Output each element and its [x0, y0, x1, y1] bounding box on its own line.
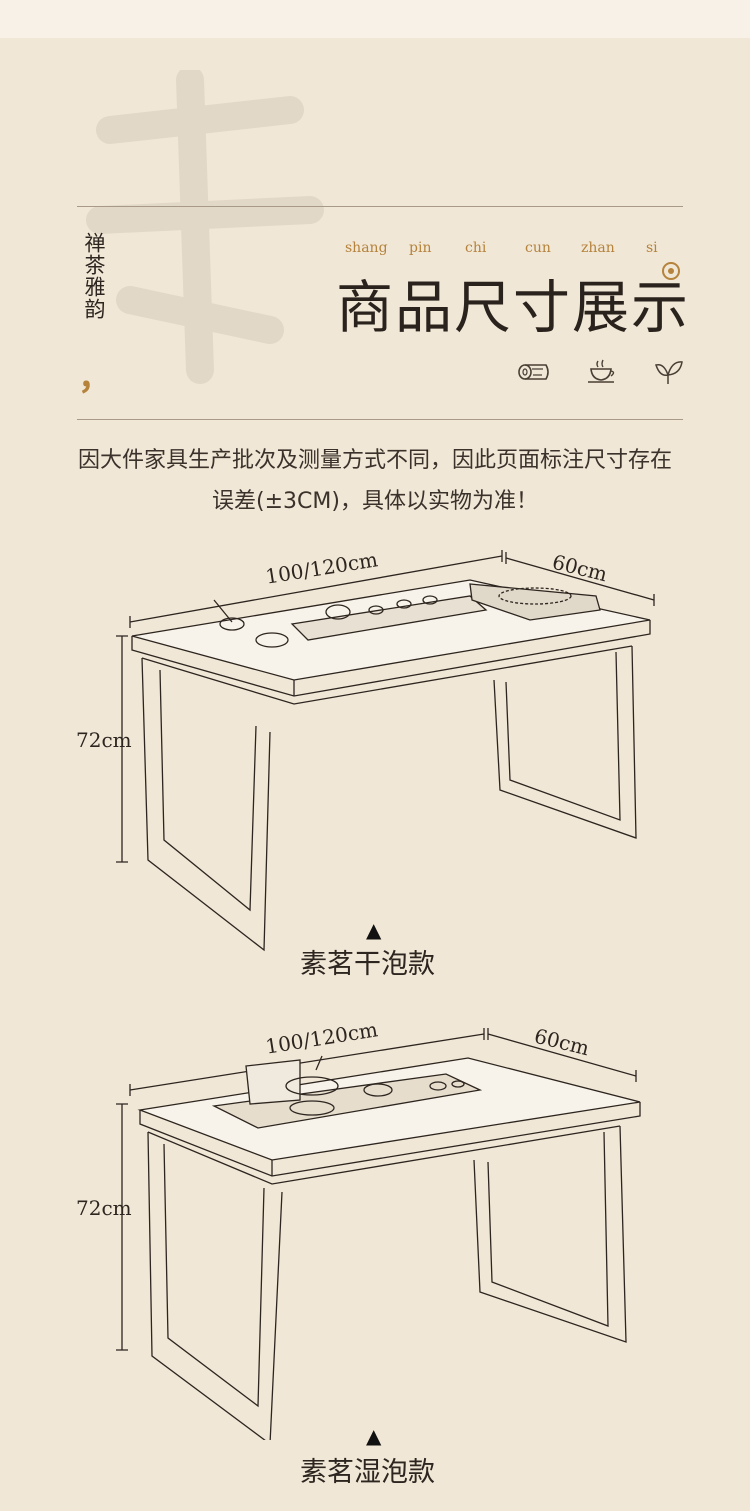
size-disclaimer: 因大件家具生产批次及测量方式不同，因此页面标注尺寸存在 误差(±3CM)，具体以… — [20, 440, 730, 522]
top-band — [0, 0, 750, 38]
width-dimension-line — [505, 557, 655, 601]
tea-cup-icon — [588, 359, 615, 383]
dry-tea-table-drawing — [116, 550, 655, 952]
pinyin-chi: chi — [465, 240, 487, 256]
dry-marker-triangle: ▲ — [366, 918, 382, 942]
wet-marker-triangle: ▲ — [366, 1424, 382, 1448]
pinyin-pin: pin — [409, 240, 432, 256]
dry-height-label: 72cm — [76, 728, 132, 752]
sun-ornament-icon — [662, 262, 680, 280]
header-top-rule — [77, 206, 683, 207]
tea-leaf-icon — [655, 361, 683, 384]
accent-comma: ， — [78, 358, 112, 398]
page-title: 商品尺寸展示 — [336, 275, 690, 341]
background-calligraphy — [86, 70, 324, 384]
disclaimer-line-1: 因大件家具生产批次及测量方式不同，因此页面标注尺寸存在 — [77, 448, 672, 473]
header-bottom-rule — [77, 419, 683, 420]
wet-tea-table-drawing — [116, 1028, 641, 1440]
vertical-slogan: 禅茶雅韵 — [82, 232, 106, 320]
wet-product-name: 素茗湿泡款 — [300, 1457, 435, 1488]
width-dimension-line — [487, 1033, 637, 1077]
pinyin-shang: shang — [345, 240, 388, 256]
wet-height-label: 72cm — [76, 1196, 132, 1220]
disclaimer-line-2: 误差(±3CM)，具体以实物为准！ — [212, 489, 538, 514]
length-dimension-line — [129, 555, 503, 623]
pinyin-zhan: zhan — [581, 240, 615, 256]
length-dimension-line — [129, 1033, 485, 1091]
dry-product-name: 素茗干泡款 — [300, 949, 435, 980]
wood-log-icon — [518, 364, 549, 380]
pinyin-cun: cun — [525, 240, 551, 256]
pinyin-si: si — [646, 240, 658, 256]
